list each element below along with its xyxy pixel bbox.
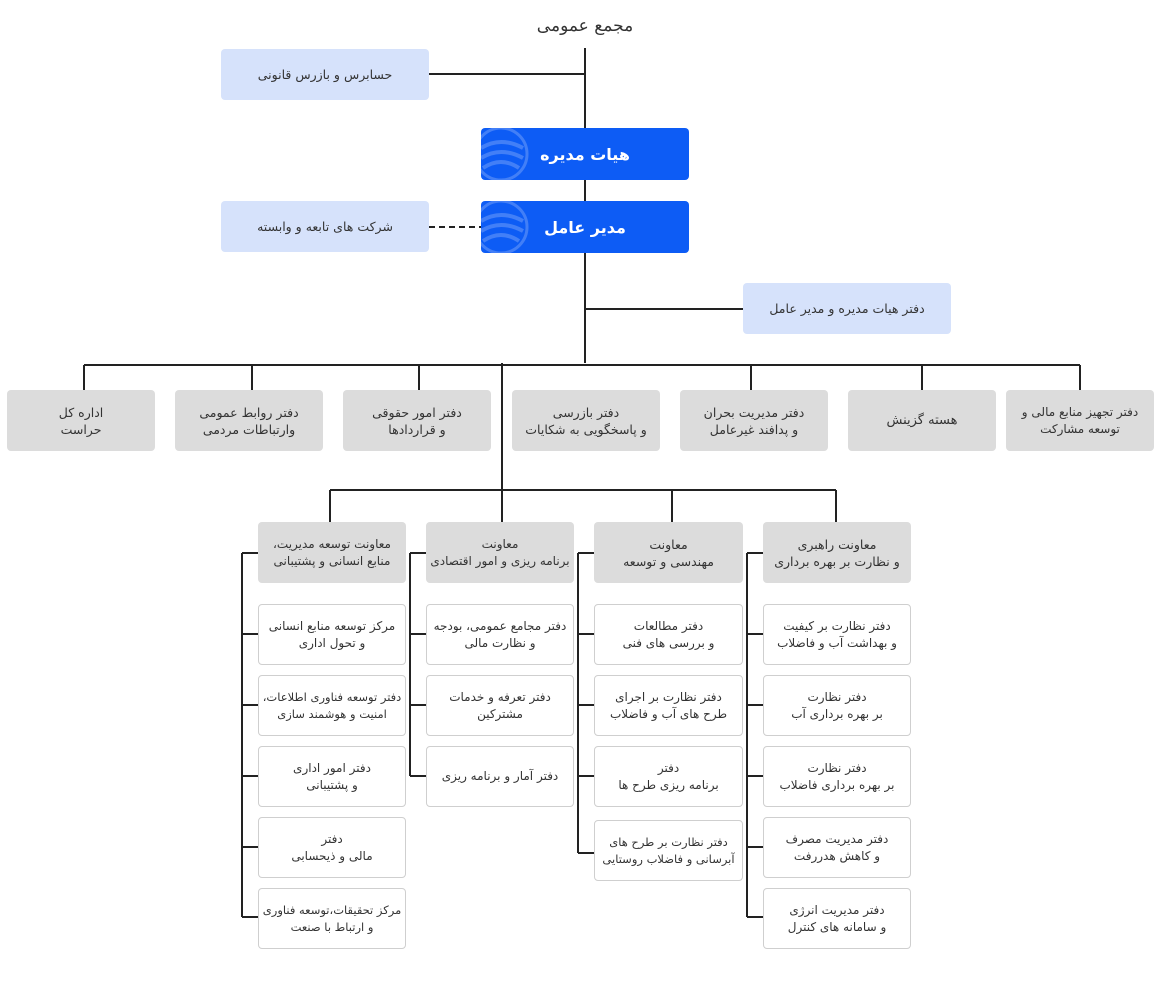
office-label: و پاسخگویی به شکایات: [525, 421, 647, 437]
unit-box: دفتر نظارت بر بهره برداری فاضلاب: [763, 746, 911, 807]
office-label: دفتر بازرسی: [552, 404, 620, 420]
office-label: حراست: [60, 421, 102, 437]
unit-box: دفتر توسعه فناوری اطلاعات، امنیت و هوشمن…: [258, 675, 406, 736]
unit-label: دفتر نظارت بر طرح های: [609, 834, 728, 849]
office-label: دفتر روابط عمومی: [199, 404, 299, 420]
unit-box: دفتر مجامع عمومی، بودجه و نظارت مالی: [426, 604, 574, 665]
office-label: هسته گزینش: [886, 413, 958, 428]
unit-label: دفتر مطالعات: [633, 618, 704, 633]
ceo-label: مدیر عامل: [544, 217, 626, 237]
unit-label: دفتر نظارت: [807, 760, 867, 775]
office-box: دفتر روابط عمومی وارتباطات مردمی: [175, 390, 323, 451]
unit-label: مرکز توسعه منابع انسانی: [268, 618, 396, 633]
office-label: اداره کل: [58, 404, 104, 420]
unit-label: دفتر نظارت بر کیفیت: [783, 618, 891, 633]
office-label: و قراردادها: [388, 421, 446, 437]
unit-label: و سامانه های کنترل: [787, 919, 887, 934]
deputy-box: معاونت مهندسی و توسعه: [594, 522, 743, 583]
unit-box: مرکز تحقیقات،توسعه فناوری و ارتباط با صن…: [258, 888, 406, 949]
unit-label: دفتر نظارت بر اجرای: [615, 689, 722, 704]
unit-box: دفتر نظارت بر کیفیت و بهداشت آب و فاضلاب: [763, 604, 911, 665]
office-box: دفتر مدیریت بحران و پدافند غیرعامل: [680, 390, 828, 451]
unit-box: دفتر آمار و برنامه ریزی: [426, 746, 574, 807]
board-of-directors-box: هیات مدیره: [481, 128, 689, 180]
unit-box: دفتر نظارت بر بهره برداری آب: [763, 675, 911, 736]
deputy-label: برنامه ریزی و امور اقتصادی: [430, 553, 570, 568]
deputy-label: معاونت: [481, 536, 519, 551]
company-logo-icon: [481, 128, 529, 180]
office-box: دفتر امور حقوقی و قراردادها: [343, 390, 491, 451]
unit-label: و پشتیبانی: [306, 777, 358, 792]
deputy-box: معاونت برنامه ریزی و امور اقتصادی: [426, 522, 574, 583]
office-label: و پدافند غیرعامل: [709, 421, 799, 437]
unit-label: بر بهره برداری آب: [791, 706, 883, 721]
office-label: دفتر تجهیز منابع مالی و: [1021, 404, 1139, 419]
unit-label: دفتر: [657, 760, 680, 775]
unit-label: دفتر مجامع عمومی، بودجه: [433, 618, 567, 633]
deputy-label: معاونت: [649, 536, 688, 552]
unit-label: دفتر آمار و برنامه ریزی: [441, 769, 559, 783]
unit-label: بر بهره برداری فاضلاب: [779, 777, 895, 792]
unit-label: مرکز تحقیقات،توسعه فناوری: [262, 902, 402, 917]
deputy-box: معاونت توسعه مدیریت، منابع انسانی و پشتی…: [258, 522, 406, 583]
office-box: اداره کل حراست: [7, 390, 155, 451]
office-box: دفتر تجهیز منابع مالی و توسعه مشارکت: [1006, 390, 1154, 451]
unit-label: و بررسی های فنی: [622, 635, 715, 650]
deputy-label: منابع انسانی و پشتیبانی: [273, 553, 391, 568]
office-box: هسته گزینش: [848, 390, 996, 451]
board-label: هیات مدیره: [540, 144, 630, 164]
unit-box: دفتر مدیریت انرژی و سامانه های کنترل: [763, 888, 911, 949]
office-label: دفتر امور حقوقی: [372, 404, 462, 420]
unit-label: دفتر مدیریت مصرف: [785, 831, 889, 846]
board-office-label: دفتر هیات مدیره و مدیر عامل: [769, 301, 925, 316]
unit-label: دفتر مدیریت انرژی: [789, 902, 885, 917]
unit-label: و بهداشت آب و فاضلاب: [777, 635, 897, 650]
unit-label: امنیت و هوشمند سازی: [277, 706, 387, 721]
unit-label: آبرسانی و فاضلاب روستایی: [602, 851, 735, 866]
unit-label: دفتر: [321, 831, 343, 846]
unit-label: طرح های آب و فاضلاب: [609, 706, 728, 721]
ceo-box: مدیر عامل: [481, 201, 689, 253]
auditor-label: حسابرس و بازرس قانونی: [257, 67, 393, 82]
unit-label: مالی و ذیحسابی: [291, 848, 373, 863]
unit-box: دفتر مالی و ذیحسابی: [258, 817, 406, 878]
unit-label: و تحول اداری: [298, 635, 366, 650]
office-label: دفتر مدیریت بحران: [703, 404, 805, 420]
unit-box: دفتر تعرفه و خدمات مشترکین: [426, 675, 574, 736]
unit-box: دفتر امور اداری و پشتیبانی: [258, 746, 406, 807]
deputy-box: معاونت راهبری و نظارت بر بهره برداری: [763, 522, 911, 583]
unit-box: دفتر برنامه ریزی طرح ها: [594, 746, 743, 807]
unit-label: و ارتباط با صنعت: [290, 919, 374, 934]
general-assembly-label: مجمع عمومی: [536, 16, 634, 36]
deputy-label: معاونت توسعه مدیریت،: [273, 536, 391, 551]
unit-label: دفتر امور اداری: [293, 760, 371, 775]
company-logo-icon: [481, 201, 529, 253]
auditor-box: حسابرس و بازرس قانونی: [221, 49, 429, 100]
unit-box: مرکز توسعه منابع انسانی و تحول اداری: [258, 604, 406, 665]
unit-box: دفتر مطالعات و بررسی های فنی: [594, 604, 743, 665]
unit-label: دفتر توسعه فناوری اطلاعات،: [262, 689, 402, 704]
unit-box: دفتر مدیریت مصرف و کاهش هدررفت: [763, 817, 911, 878]
unit-label: و نظارت مالی: [464, 635, 536, 650]
unit-label: دفتر نظارت: [807, 689, 867, 704]
deputy-label: و نظارت بر بهره برداری: [774, 553, 900, 569]
unit-box: دفتر نظارت بر اجرای طرح های آب و فاضلاب: [594, 675, 743, 736]
office-label: توسعه مشارکت: [1040, 421, 1120, 436]
unit-label: مشترکین: [477, 706, 523, 721]
subsidiaries-box: شرکت های تابعه و وابسته: [221, 201, 429, 252]
office-box: دفتر بازرسی و پاسخگویی به شکایات: [512, 390, 660, 451]
office-label: وارتباطات مردمی: [202, 421, 296, 437]
unit-label: و کاهش هدررفت: [793, 848, 881, 863]
unit-label: دفتر تعرفه و خدمات: [449, 689, 551, 704]
subsidiaries-label: شرکت های تابعه و وابسته: [257, 219, 393, 234]
deputy-label: معاونت راهبری: [797, 536, 877, 552]
deputy-label: مهندسی و توسعه: [623, 553, 714, 569]
unit-label: برنامه ریزی طرح ها: [618, 777, 719, 792]
unit-box: دفتر نظارت بر طرح های آبرسانی و فاضلاب ر…: [594, 820, 743, 881]
board-office-box: دفتر هیات مدیره و مدیر عامل: [743, 283, 951, 334]
